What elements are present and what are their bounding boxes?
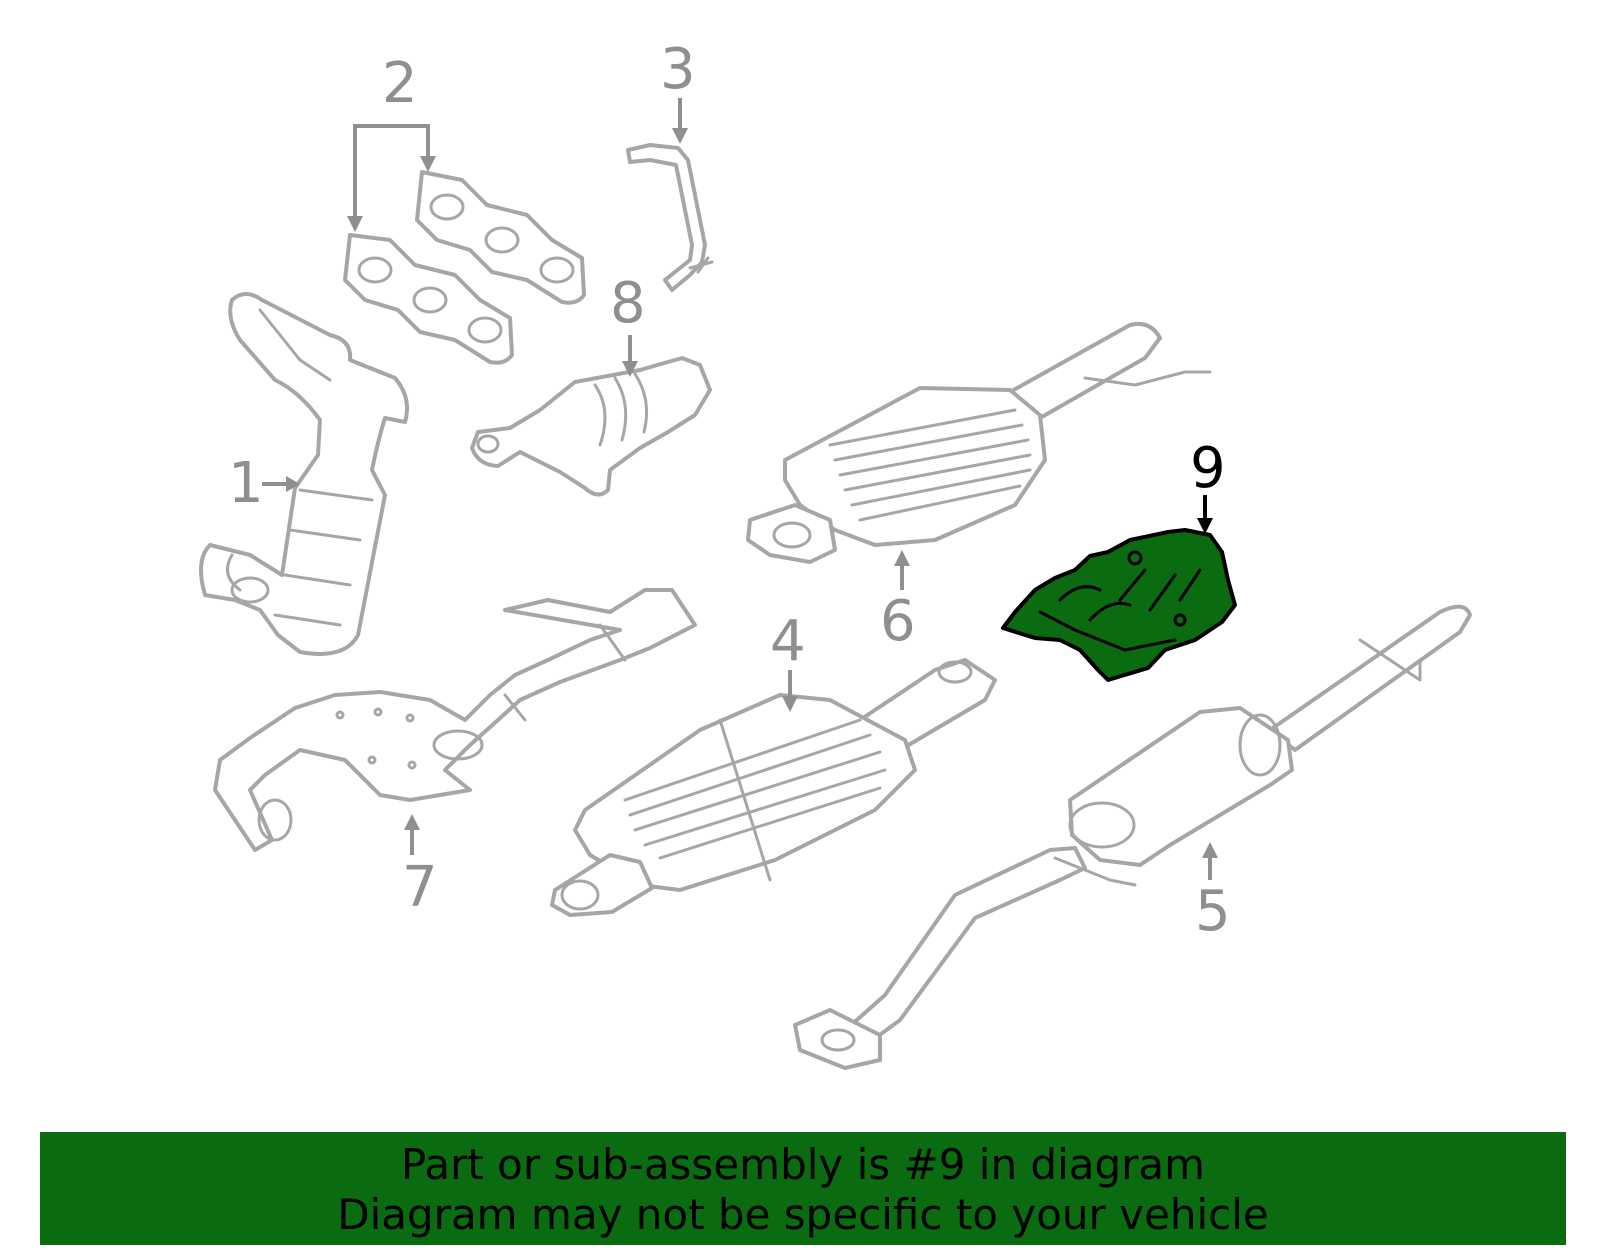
part-4-muffler[interactable] (550, 658, 997, 917)
svg-text:1: 1 (228, 451, 264, 516)
info-banner: Part or sub-assembly is #9 in diagram Di… (40, 1132, 1566, 1245)
callout-5: 5 (1195, 842, 1231, 944)
part-9-heat-shield[interactable] (1001, 528, 1237, 682)
part-2-gaskets[interactable] (343, 170, 586, 365)
callout-9: 9 (1190, 436, 1226, 534)
svg-text:5: 5 (1195, 879, 1231, 944)
callout-4: 4 (770, 609, 806, 712)
callout-2: 2 (347, 51, 436, 232)
part-7-y-pipe[interactable] (213, 588, 697, 852)
part-1-manifold-converter[interactable] (199, 292, 409, 656)
part-8-catalytic-converter[interactable] (470, 356, 712, 497)
svg-text:2: 2 (382, 51, 418, 116)
callout-7: 7 (402, 814, 438, 920)
callout-3: 3 (660, 37, 696, 144)
svg-text:7: 7 (402, 855, 438, 920)
svg-text:9: 9 (1190, 436, 1226, 501)
banner-line-2: Diagram may not be specific to your vehi… (337, 1190, 1269, 1239)
part-6-front-converter-pipe[interactable] (746, 321, 1212, 564)
callout-6: 6 (880, 550, 916, 654)
svg-text:4: 4 (770, 609, 806, 674)
part-3-egr-tube[interactable] (626, 143, 714, 292)
callout-8: 8 (610, 271, 646, 377)
part-5-resonator-tailpipe[interactable] (793, 604, 1472, 1070)
svg-text:8: 8 (610, 271, 646, 336)
svg-text:6: 6 (880, 589, 916, 654)
callout-1: 1 (228, 451, 300, 516)
banner-line-1: Part or sub-assembly is #9 in diagram (400, 1140, 1206, 1189)
svg-text:3: 3 (660, 37, 696, 102)
